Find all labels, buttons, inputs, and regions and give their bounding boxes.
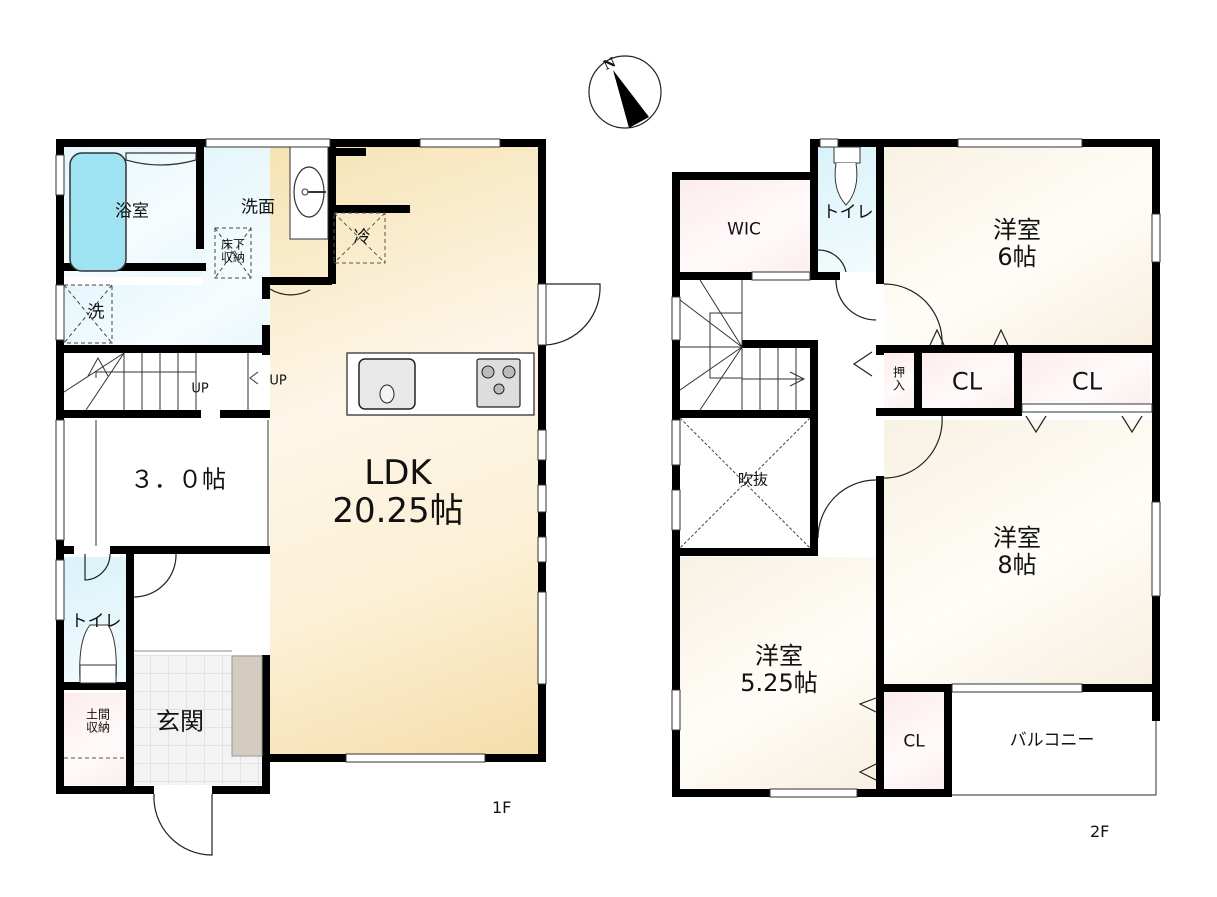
label-toilet-1f: トイレ bbox=[70, 611, 122, 632]
label-toilet-2f: トイレ bbox=[822, 202, 874, 223]
room-western-8 bbox=[884, 420, 1152, 684]
room-stairs-1f bbox=[64, 353, 270, 413]
fridge-icon bbox=[333, 212, 386, 264]
compass: N bbox=[585, 52, 665, 132]
room-closet-a bbox=[920, 352, 1014, 408]
label-room-3jo: ３．０帖 bbox=[130, 465, 226, 494]
label-oshiire: 押 入 bbox=[892, 365, 906, 393]
label-fridge: 冷 bbox=[353, 227, 371, 248]
label-western-8: 洋室 8帖 bbox=[993, 524, 1041, 579]
label-entrance: 玄関 bbox=[156, 707, 204, 736]
room-western-6 bbox=[884, 147, 1152, 345]
label-wic: WIC bbox=[727, 219, 761, 240]
room-closet-c bbox=[884, 692, 946, 789]
stairs-1f-icon bbox=[63, 352, 259, 411]
label-washroom: 洗面 bbox=[241, 197, 275, 218]
bathtub-icon bbox=[69, 152, 127, 272]
void-icon bbox=[679, 417, 811, 549]
label-ldk: LDK 20.25帖 bbox=[332, 452, 464, 531]
room-washer-area bbox=[64, 285, 269, 347]
label-bath: 浴室 bbox=[115, 201, 149, 222]
floor-tag-1f: 1F bbox=[492, 798, 512, 817]
room-balcony bbox=[954, 692, 1156, 795]
label-doma-storage: 土間 収納 bbox=[85, 707, 111, 735]
label-underfloor-storage: 床下 収納 bbox=[220, 237, 246, 265]
washer-area-icon bbox=[63, 284, 113, 344]
label-void: 吹抜 bbox=[737, 470, 769, 489]
room-doma-storage bbox=[64, 693, 126, 785]
label-closet-a: CL bbox=[951, 367, 983, 396]
kitchen-sink-icon bbox=[358, 358, 416, 410]
room-3jo bbox=[64, 420, 268, 548]
shoe-cabinet bbox=[231, 655, 263, 757]
stairs-2f-icon bbox=[679, 279, 806, 411]
room-wic bbox=[680, 180, 810, 272]
label-washer: 洗 bbox=[87, 302, 105, 323]
label-stairs-up-2: UP bbox=[269, 373, 287, 389]
room-oshiire bbox=[884, 352, 914, 408]
label-closet-c: CL bbox=[903, 731, 925, 752]
label-balcony: バルコニー bbox=[1009, 730, 1095, 751]
room-western-525 bbox=[680, 557, 876, 789]
room-closet-b bbox=[1022, 352, 1150, 404]
toilet-2f-icon bbox=[833, 146, 861, 164]
label-closet-b: CL bbox=[1071, 367, 1103, 396]
label-western-525: 洋室 5.25帖 bbox=[740, 642, 818, 697]
room-ldk bbox=[270, 145, 538, 755]
label-western-6: 洋室 6帖 bbox=[993, 216, 1041, 271]
label-stairs-up-1: UP bbox=[191, 381, 209, 397]
room-hall-1f bbox=[132, 557, 268, 655]
north-arrow-icon bbox=[588, 55, 662, 129]
floor-tag-2f: 2F bbox=[1090, 822, 1110, 841]
underfloor-storage-icon bbox=[214, 227, 252, 279]
